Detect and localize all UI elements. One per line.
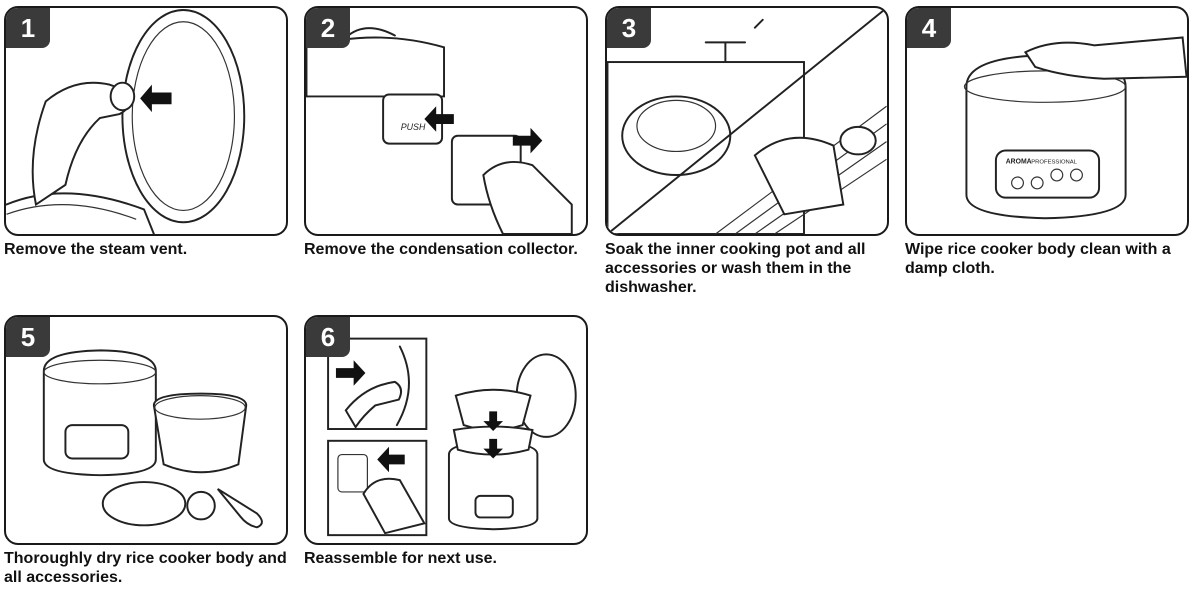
step-3-illustration: 3 <box>605 6 889 236</box>
step-number-badge: 1 <box>6 8 50 48</box>
step-caption: Remove the condensation collector. <box>304 241 578 258</box>
brand-sub-label: PROFESSIONAL <box>1031 159 1077 165</box>
wipe-cooker-drawing: AROMA PROFESSIONAL <box>963 36 1187 220</box>
step-4-illustration: 4 AROMA PROFESSIONAL <box>905 6 1189 236</box>
step-caption: Thoroughly dry rice cooker body and all … <box>4 550 287 586</box>
step-2-illustration: 2 PUSH <box>304 6 588 236</box>
step-number-badge: 4 <box>907 8 951 48</box>
step-number-badge: 5 <box>6 317 50 357</box>
step-number-badge: 6 <box>306 317 350 357</box>
step-1-illustration: 1 <box>4 6 288 236</box>
reassemble-drawing <box>327 337 577 537</box>
step-5-illustration: 5 <box>4 315 288 545</box>
dry-accessories-drawing <box>42 349 263 529</box>
step-6: 6 Reassemble for next use. <box>304 315 594 568</box>
step-2: 2 PUSH Remove the condensation collector… <box>304 6 594 259</box>
step-caption: Remove the steam vent. <box>4 241 188 258</box>
step-caption: Reassemble for next use. <box>304 550 497 567</box>
step-caption: Wipe rice cooker body clean with a damp … <box>905 241 1171 277</box>
steam-vent-removal-drawing <box>6 8 246 234</box>
step-caption: Soak the inner cooking pot and all acces… <box>605 241 866 296</box>
step-5: 5 Thoroughly dry rice cooker body and al… <box>4 315 294 587</box>
step-3: 3 Soak the inner cooking pot and all acc… <box>605 6 895 297</box>
brand-label: AROMA <box>1006 158 1032 165</box>
step-number-badge: 2 <box>306 8 350 48</box>
step-6-illustration: 6 <box>304 315 588 545</box>
step-number-badge: 3 <box>607 8 651 48</box>
soak-and-dishwasher-drawing <box>607 8 887 234</box>
step-4: 4 AROMA PROFESSIONAL Wipe rice cooker bo… <box>905 6 1195 278</box>
push-label: PUSH <box>401 122 426 132</box>
step-1: 1 Remove the steam vent. <box>4 6 294 259</box>
